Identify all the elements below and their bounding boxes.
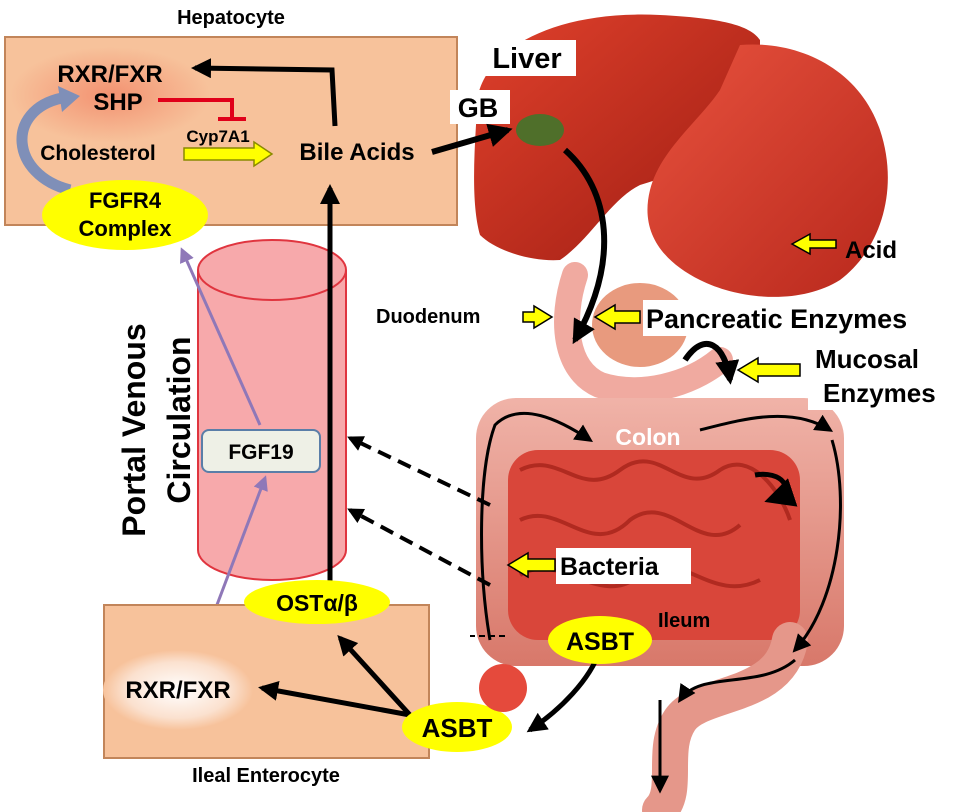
portal-label-line2: Circulation (161, 336, 197, 503)
cholesterol-label: Cholesterol (40, 142, 156, 165)
complex-label: Complex (79, 216, 173, 241)
hepatocyte-nucleus-glow (10, 47, 210, 143)
duodenum-label: Duodenum (376, 306, 480, 328)
bacteria-label: Bacteria (560, 553, 660, 581)
portal-label-line1: Portal Venous (116, 323, 152, 536)
fgf19-box (201, 429, 321, 473)
vessel-top (197, 239, 347, 301)
colon-label: Colon (615, 424, 680, 450)
stomach-shape (647, 44, 888, 297)
fgf19-label: FGF19 (228, 441, 293, 464)
cecum-shape (479, 664, 527, 712)
fgfr4-label: FGFR4 (89, 188, 162, 213)
portal-vessel (197, 239, 347, 581)
duodenum-shape (554, 262, 733, 404)
shp-label: SHP (93, 89, 142, 116)
bacteria-label-bg (556, 548, 691, 584)
cyp7a1-label: Cyp7A1 (186, 127, 249, 146)
dashed-arrow-upper (347, 436, 491, 507)
mucosal-label-line1: Mucosal (815, 344, 919, 374)
curve-arrowhead (58, 86, 80, 112)
enterocyte-asbt-label: ASBT (422, 713, 493, 743)
pancreatic-pointer (593, 303, 641, 331)
bile-acids-label: Bile Acids (299, 139, 414, 166)
gb-to-duodenum-arrow (563, 147, 608, 345)
acid-pointer (790, 232, 837, 256)
enterocyte-asbt-ellipse (402, 702, 512, 752)
gallbladder-shape (516, 114, 564, 146)
sigmoid-arrow (677, 658, 796, 703)
hepatocyte-title: Hepatocyte (177, 7, 285, 29)
liver-label-bg (476, 40, 576, 76)
duodenum-label-bg (372, 298, 527, 332)
hepatocyte-rxr-fxr: RXR/FXR (57, 61, 162, 88)
ost-ellipse (244, 580, 390, 624)
fgfr4-complex-ellipse (42, 180, 208, 250)
gb-label-bg (450, 90, 510, 124)
liver-label: Liver (492, 43, 561, 75)
loop-arrow (754, 471, 798, 507)
vessel-body (197, 270, 347, 581)
fgfr4-to-shp-curve (16, 92, 72, 196)
duodenum-pointer (522, 304, 554, 330)
mucosal-arrow (682, 341, 740, 385)
ileum-asbt-ellipse (548, 616, 652, 664)
mucosal-label-bg (808, 340, 963, 410)
anatomy-illustration (474, 14, 888, 812)
ileum-asbt-label: ASBT (566, 628, 634, 656)
pancreatic-label-bg (643, 300, 961, 336)
transverse-colon-arrow (699, 414, 834, 432)
ileum-label: Ileum (658, 610, 710, 632)
asbt-to-ost-arrow (337, 635, 412, 717)
mucosal-label-line2: Enzymes (823, 378, 936, 408)
bile-acids-to-gb-arrow (431, 123, 513, 155)
enterocyte-nucleus-glow (103, 650, 253, 730)
small-intestine (508, 450, 800, 640)
conversion-arrow (183, 140, 274, 168)
mucosal-pointer (736, 356, 801, 384)
gb-label: GB (458, 93, 499, 123)
enterocyte-title: Ileal Enterocyte (192, 765, 340, 787)
pancreatic-label: Pancreatic Enzymes (646, 304, 907, 334)
acid-label: Acid (845, 237, 897, 264)
hepatocyte-panel: Hepatocyte RXR/FXR SHP Cyp7A1 Cholestero… (4, 7, 458, 250)
enterocyte-rxr-fxr: RXR/FXR (125, 677, 230, 704)
descending-colon-arrow (792, 439, 842, 653)
bile-acids-to-fxr-arrow (191, 58, 338, 127)
fgf19-to-fgfr4-arrow (180, 247, 262, 426)
ost-label: OSTα/β (276, 590, 358, 616)
bacteria-pointer (506, 551, 556, 579)
dashed-arrow-lower (347, 508, 491, 587)
enterocyte-panel: RXR/FXR Ileal Enterocyte OSTα/β ASBT (103, 580, 512, 787)
sigmoid-colon (642, 622, 808, 812)
shp-inhibition-line (158, 98, 234, 118)
asbt-to-fxr-arrow (258, 681, 411, 718)
